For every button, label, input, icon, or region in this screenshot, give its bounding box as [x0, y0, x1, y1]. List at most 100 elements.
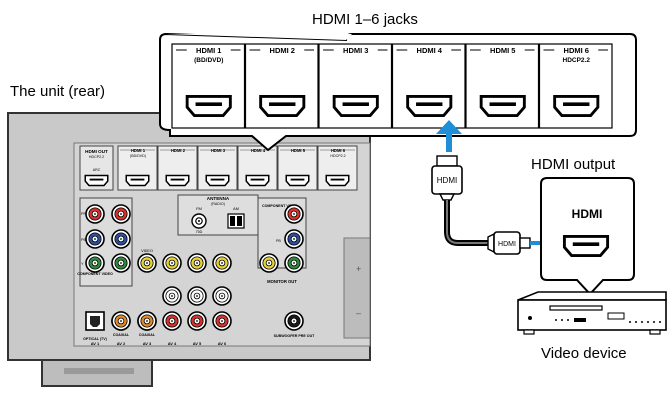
cable-plug-label-upper: HDMI — [437, 176, 457, 185]
hdmi-port-icon — [185, 94, 232, 118]
callout-jack-2: HDMI 2 — [244, 43, 319, 129]
hdmi-port-icon — [553, 94, 600, 118]
panel-subwoofer-label: SUBWOOFER PRE OUT — [274, 334, 316, 338]
panel-hdmi-inputs: HDMI 1(BD/DVD) HDMI 2 HDMI 3 HDMI 4 HDMI 5 HD… — [117, 145, 358, 191]
rca-jack-icon — [284, 311, 304, 331]
rca-jack-icon — [85, 253, 105, 273]
panel-antenna: ANTENNA (RADIO) FM AM 75Ω — [177, 194, 259, 236]
panel-monitor-out-label: MONITOR OUT — [267, 279, 297, 284]
rca-jack-icon — [111, 253, 131, 273]
rca-jack-icon — [137, 311, 157, 331]
rca-jack-icon — [111, 229, 131, 249]
panel-hdmi-in-1: HDMI 1(BD/DVD) — [117, 145, 158, 191]
panel-optical-label: OPTICAL (TV) — [83, 337, 107, 341]
panel-component-video-label: COMPONENT VIDEO — [77, 272, 113, 276]
panel-video-label: VIDEO — [141, 249, 153, 253]
rca-jack-icon — [111, 311, 131, 331]
device-hdmi-callout: HDMI — [540, 177, 635, 296]
rca-jack-icon — [259, 253, 279, 273]
svg-text:+: + — [356, 264, 361, 274]
cable-connection: HDMI HDMI — [431, 120, 556, 255]
panel-fm-label: FM — [196, 206, 202, 211]
panel-hdmi-in-3: HDMI 3 — [197, 145, 238, 191]
callout-jack-label: HDMI 6 — [564, 46, 589, 55]
panel-av-label: AV 5 — [193, 341, 202, 346]
panel-pr-label: PR — [81, 212, 87, 216]
rca-jack-icon — [284, 204, 304, 224]
rca-jack-icon — [187, 286, 207, 306]
panel-av-labels: AV 1 AV 2 AV 3 AV 4 AV 5 AV 6 — [91, 341, 227, 346]
hdmi-port-icon — [125, 174, 150, 187]
callout-jack-4: HDMI 4 — [391, 43, 466, 129]
panel-av-label: AV 1 — [91, 341, 100, 346]
panel-y-label: Y — [81, 262, 84, 266]
panel-fm-ohm-label: 75Ω — [196, 230, 203, 234]
rca-jack-icon — [187, 311, 207, 331]
hdmi-port-icon — [325, 174, 350, 187]
panel-hdmi-in-label: HDMI 1 — [131, 148, 146, 153]
callout-jack-label: HDMI 4 — [417, 46, 443, 55]
video-device-caption: Video device — [541, 345, 627, 362]
callout-jack-sublabel: (BD/DVD) — [194, 57, 223, 64]
panel-hdmi-in-sublabel: (BD/DVD) — [130, 154, 146, 158]
cable-plug-label-right: HDMI — [498, 241, 516, 248]
panel-hdmi-out-label: HDMI OUT — [85, 149, 108, 154]
panel-hdmi-in-sublabel: HDCP2.2 — [330, 154, 345, 158]
hdmi-port-icon — [285, 174, 310, 187]
panel-antenna-label: ANTENNA — [207, 196, 230, 201]
device-hdmi-port-icon — [562, 234, 610, 258]
hdmi-port-icon — [245, 174, 270, 187]
panel-hdmi-in-2: HDMI 2 — [157, 145, 198, 191]
callout-jack-5: HDMI 5 — [465, 43, 540, 129]
panel-coaxial-label-2: COAXIAL — [139, 333, 156, 337]
hdmi-port-icon — [205, 174, 230, 187]
optical-jack-icon — [85, 311, 105, 331]
panel-hdmi-in-label: HDMI 4 — [251, 148, 266, 153]
rca-jack-icon — [85, 204, 105, 224]
hdmi-port-icon — [259, 94, 306, 118]
hdmi-port-icon — [406, 94, 453, 118]
panel-av-label: AV 3 — [143, 341, 152, 346]
panel-hdmi-in-label: HDMI 2 — [171, 148, 186, 153]
panel-hdmi-in-4: HDMI 4 — [237, 145, 278, 191]
panel-hdmi-in-label: HDMI 5 — [291, 148, 306, 153]
insert-arrow-up-icon — [436, 120, 462, 152]
hdmi-port-icon — [479, 94, 526, 118]
device-hdmi-jack-label: HDMI — [572, 207, 603, 221]
rca-jack-icon — [162, 286, 182, 306]
panel-rca-jacks — [85, 204, 304, 331]
panel-pb-label: PB — [81, 238, 87, 242]
callout-jack-6: HDMI 6 HDCP2.2 — [538, 43, 613, 129]
callout-jack-label: HDMI 5 — [490, 46, 515, 55]
panel-arc-label: ARC — [93, 168, 101, 172]
panel-av-label: AV 6 — [218, 341, 227, 346]
hdmi-jacks-caption: HDMI 1–6 jacks — [312, 11, 418, 28]
callout-jack-1: HDMI 1 (BD/DVD) — [171, 43, 246, 129]
callout-jack-label: HDMI 1 — [196, 46, 221, 55]
unit-rear-caption: The unit (rear) — [10, 83, 106, 100]
rca-jack-icon — [284, 229, 304, 249]
rca-jack-icon — [212, 286, 232, 306]
panel-pb-label-2: PB — [276, 239, 281, 243]
svg-text:–: – — [356, 308, 361, 318]
rca-jack-icon — [137, 253, 157, 273]
panel-am-label: AM — [233, 206, 239, 211]
callout-jack-sublabel: HDCP2.2 — [563, 57, 591, 64]
panel-hdmi-out-sub: HDCP2.2 — [89, 155, 104, 159]
hdmi-port-icon — [165, 174, 190, 187]
rca-jack-icon — [212, 253, 232, 273]
panel-component-video-in-label: COMPONENT VIDEO — [262, 204, 298, 208]
panel-av-label: AV 2 — [117, 341, 126, 346]
panel-hdmi-in-5: HDMI 5 — [277, 145, 318, 191]
panel-radio-label: (RADIO) — [211, 202, 225, 206]
rca-jack-icon — [162, 253, 182, 273]
panel-hdmi-in-label: HDMI 6 — [331, 148, 346, 153]
callout-jack-label: HDMI 3 — [343, 46, 368, 55]
callout-hdmi-jacks: HDMI 1 (BD/DVD) HDMI 2 HDMI 3 HDMI 4 HDMI 5 HD… — [171, 43, 613, 129]
rca-jack-icon — [162, 311, 182, 331]
video-device-icon — [517, 291, 667, 335]
hdmi-port-icon — [332, 94, 379, 118]
rca-jack-icon — [212, 311, 232, 331]
panel-av-label: AV 4 — [168, 341, 177, 346]
callout-jack-3: HDMI 3 — [318, 43, 393, 129]
